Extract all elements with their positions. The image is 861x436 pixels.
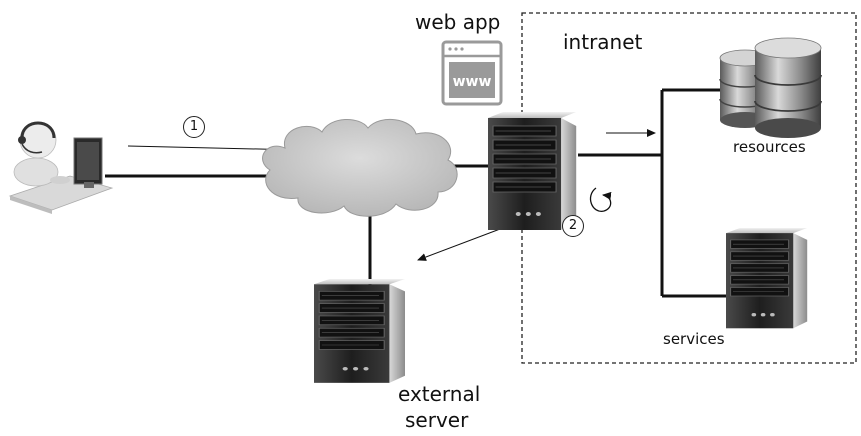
intranet-label: intranet	[563, 30, 643, 54]
external-server-label-line2: server	[405, 408, 469, 432]
internet-cloud-icon	[262, 118, 458, 217]
step-2-badge: 2	[562, 215, 584, 237]
services-label: services	[663, 330, 725, 348]
user-at-computer-icon	[8, 121, 114, 214]
webapp-server-icon	[487, 111, 577, 231]
web-app-label: web app	[415, 10, 501, 34]
outbound-arrow	[417, 225, 509, 261]
browser-www-icon: www	[441, 40, 503, 106]
resources-label: resources	[733, 138, 806, 156]
external-server-icon	[313, 278, 406, 384]
self-loop-arrow	[589, 187, 612, 212]
browser-www-text: www	[453, 74, 492, 90]
database-cylinders-icon	[719, 37, 822, 138]
step-1-badge: 1	[183, 116, 205, 138]
services-server-icon	[725, 227, 808, 329]
external-server-label-line1: external	[398, 382, 481, 406]
